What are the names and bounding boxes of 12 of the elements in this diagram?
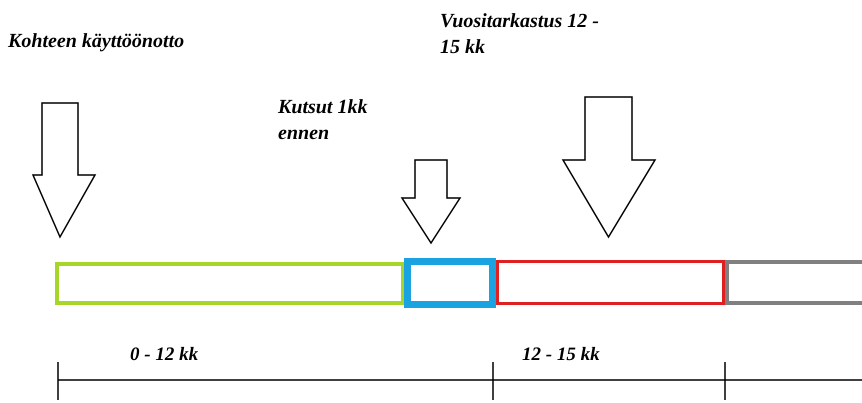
block-arrow [32, 102, 96, 239]
timeline-segment [404, 258, 496, 308]
timeline-segment [725, 260, 862, 305]
annotation-text: Kutsut 1kk ennen [278, 94, 403, 150]
timeline-segment [496, 260, 725, 305]
timeline-segment [55, 262, 405, 305]
annotation-text: Kohteen käyttöönotto [8, 28, 328, 58]
annotation-text: Vuositarkastus 12 - 15 kk [440, 8, 615, 66]
period-label: 12 - 15 kk [522, 344, 600, 366]
block-arrow [562, 96, 656, 238]
period-label: 0 - 12 kk [130, 344, 198, 366]
block-arrow [400, 159, 462, 244]
